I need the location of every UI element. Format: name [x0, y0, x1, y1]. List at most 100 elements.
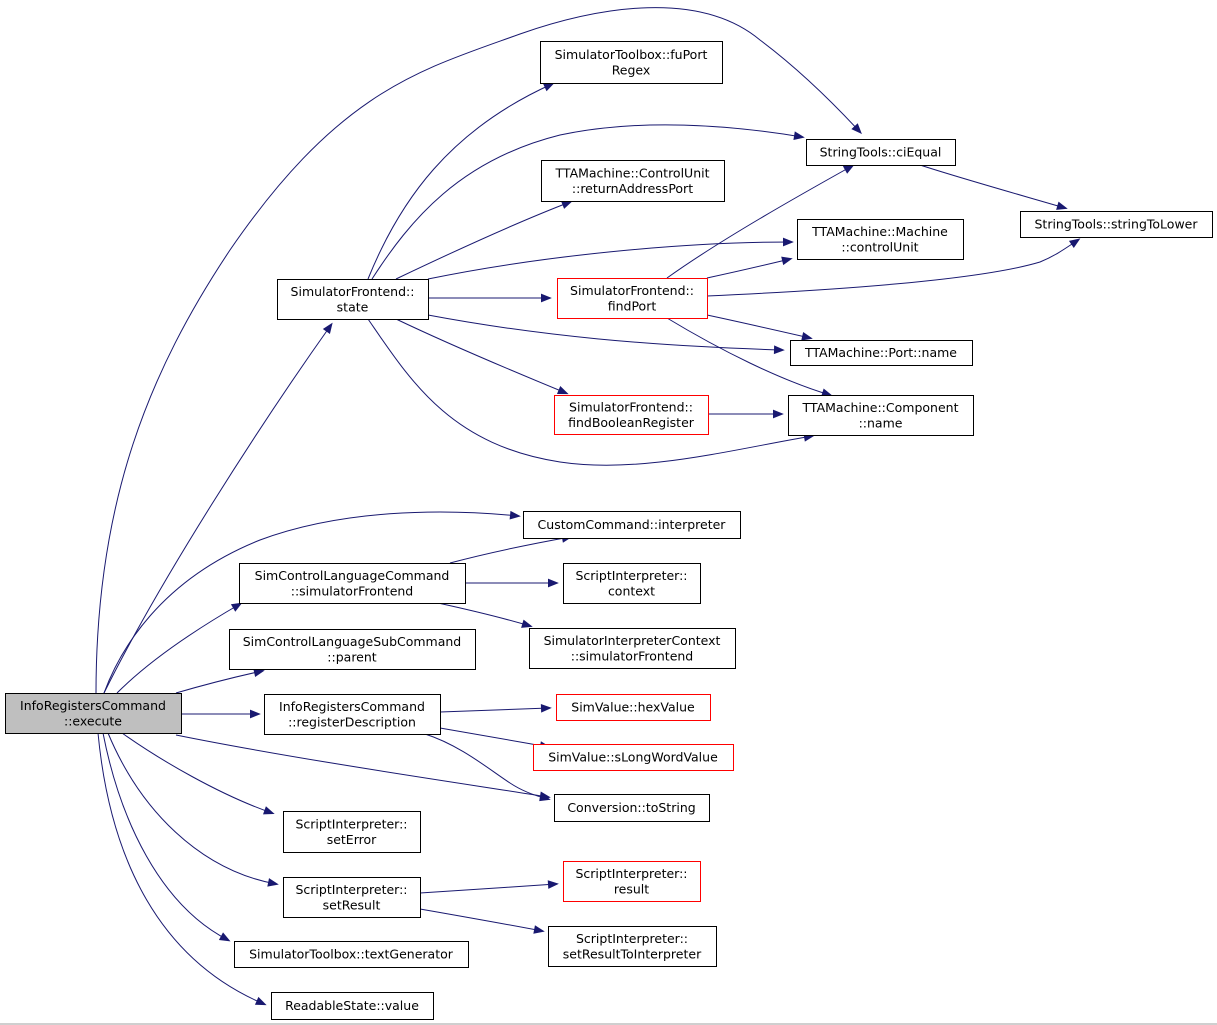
node-box[interactable]	[788, 395, 974, 436]
node-execute[interactable]: InfoRegistersCommand::execute	[5, 693, 182, 734]
edge-state-to-returnAddressPort	[395, 200, 573, 280]
node-box[interactable]	[5, 693, 182, 734]
edge-execute-to-simulatorFrontend	[116, 602, 243, 694]
node-box[interactable]	[229, 629, 476, 670]
node-box[interactable]	[557, 278, 708, 319]
edge-line	[103, 324, 332, 694]
arrowhead	[1068, 238, 1081, 249]
edge-execute-to-setResult	[107, 732, 279, 887]
node-label: ::execute	[64, 713, 122, 728]
arrowhead	[793, 131, 805, 140]
node-box[interactable]	[283, 877, 421, 918]
node-box[interactable]	[806, 139, 956, 166]
node-box[interactable]	[283, 811, 421, 853]
node-label: SimulatorToolbox::fuPort	[555, 47, 708, 62]
edge-line	[424, 733, 549, 800]
node-box[interactable]	[1020, 211, 1213, 238]
node-setResultToInterpreter[interactable]: ScriptInterpreter::setResultToInterprete…	[548, 926, 717, 967]
node-label: state	[337, 299, 369, 314]
node-registerDescription[interactable]: InfoRegistersCommand::registerDescriptio…	[264, 694, 441, 735]
node-box[interactable]	[554, 395, 709, 435]
node-label: StringTools::ciEqual	[820, 145, 942, 160]
node-label: TTAMachine::Component	[802, 400, 959, 415]
node-interpreter[interactable]: CustomCommand::interpreter	[523, 511, 741, 539]
node-box[interactable]	[563, 563, 701, 604]
arrowhead	[556, 385, 569, 395]
node-box[interactable]	[556, 694, 711, 721]
node-label: setResultToInterpreter	[563, 946, 702, 961]
edge-execute-to-registerDescription	[176, 709, 261, 719]
node-simulatorFrontend[interactable]: SimControlLanguageCommand::simulatorFron…	[239, 563, 466, 604]
node-setResult[interactable]: ScriptInterpreter::setResult	[283, 877, 421, 918]
node-returnAddressPort[interactable]: TTAMachine::ControlUnit::returnAddressPo…	[541, 160, 725, 202]
node-box[interactable]	[264, 694, 441, 735]
node-parent[interactable]: SimControlLanguageSubCommand::parent	[229, 629, 476, 670]
node-setError[interactable]: ScriptInterpreter::setError	[283, 811, 421, 853]
node-label: InfoRegistersCommand	[20, 698, 166, 713]
edge-line	[395, 318, 567, 394]
node-box[interactable]	[554, 794, 710, 822]
node-findBooleanRegister[interactable]: SimulatorFrontend::findBooleanRegister	[554, 395, 709, 435]
node-toString[interactable]: Conversion::toString	[554, 794, 710, 822]
edge-line	[666, 317, 831, 396]
edge-registerDescription-to-hexValue	[439, 703, 552, 713]
node-label: findPort	[608, 298, 657, 313]
node-ciEqual[interactable]: StringTools::ciEqual	[806, 139, 956, 166]
node-label: TTAMachine::Port::name	[804, 345, 957, 360]
node-result[interactable]: ScriptInterpreter::result	[563, 861, 701, 902]
node-box[interactable]	[533, 744, 734, 771]
node-box[interactable]	[239, 563, 466, 604]
node-box[interactable]	[271, 992, 434, 1020]
node-label: SimulatorInterpreterContext	[544, 633, 721, 648]
node-box[interactable]	[790, 340, 973, 366]
node-ctxSimulatorFrontend[interactable]: SimulatorInterpreterContext::simulatorFr…	[529, 628, 736, 669]
node-box[interactable]	[540, 41, 723, 84]
node-componentName[interactable]: TTAMachine::Component::name	[788, 395, 974, 436]
node-box[interactable]	[541, 160, 725, 202]
node-label: SimValue::hexValue	[571, 700, 695, 715]
arrowhead	[547, 880, 559, 889]
node-findPort[interactable]: SimulatorFrontend::findPort	[557, 278, 708, 319]
node-label: ScriptInterpreter::	[575, 568, 687, 583]
edge-line	[97, 732, 265, 1005]
node-label: SimulatorFrontend::	[569, 399, 693, 414]
arrowhead	[267, 878, 279, 887]
edge-line	[121, 732, 273, 814]
node-box[interactable]	[234, 941, 469, 968]
edge-line	[175, 734, 549, 798]
arrowhead	[851, 123, 862, 135]
edge-line	[367, 318, 813, 466]
bottom-border	[0, 1023, 1217, 1025]
node-label: ::registerDescription	[288, 714, 416, 729]
node-controlUnit[interactable]: TTAMachine::Machine::controlUnit	[797, 219, 964, 260]
arrowhead	[773, 409, 784, 419]
edge-line	[706, 258, 791, 279]
node-label: SimControlLanguageCommand	[255, 568, 450, 583]
edge-execute-to-setError	[121, 732, 275, 815]
edge-execute-to-ciEqual	[95, 7, 862, 694]
node-sLongWordValue[interactable]: SimValue::sLongWordValue	[533, 744, 734, 771]
node-state[interactable]: SimulatorFrontend::state	[277, 279, 429, 320]
arrowhead	[842, 164, 855, 174]
node-box[interactable]	[563, 861, 701, 902]
node-box[interactable]	[277, 279, 429, 320]
node-box[interactable]	[548, 926, 717, 967]
node-box[interactable]	[523, 511, 741, 539]
node-label: setError	[327, 832, 377, 847]
node-label: SimulatorFrontend::	[291, 284, 415, 299]
node-readableStateValue[interactable]: ReadableState::value	[271, 992, 434, 1020]
edge-line	[116, 603, 241, 694]
node-portName[interactable]: TTAMachine::Port::name	[790, 340, 973, 366]
node-label: findBooleanRegister	[568, 415, 695, 430]
node-textGenerator[interactable]: SimulatorToolbox::textGenerator	[234, 941, 469, 968]
node-box[interactable]	[529, 628, 736, 669]
edge-ciEqual-to-stringToLower	[919, 164, 1068, 210]
node-label: SimulatorToolbox::textGenerator	[249, 947, 454, 962]
node-box[interactable]	[797, 219, 964, 260]
arrowhead	[540, 703, 552, 713]
edge-line	[439, 727, 549, 748]
node-context[interactable]: ScriptInterpreter::context	[563, 563, 701, 604]
node-hexValue[interactable]: SimValue::hexValue	[556, 694, 711, 721]
node-stringToLower[interactable]: StringTools::stringToLower	[1020, 211, 1213, 238]
